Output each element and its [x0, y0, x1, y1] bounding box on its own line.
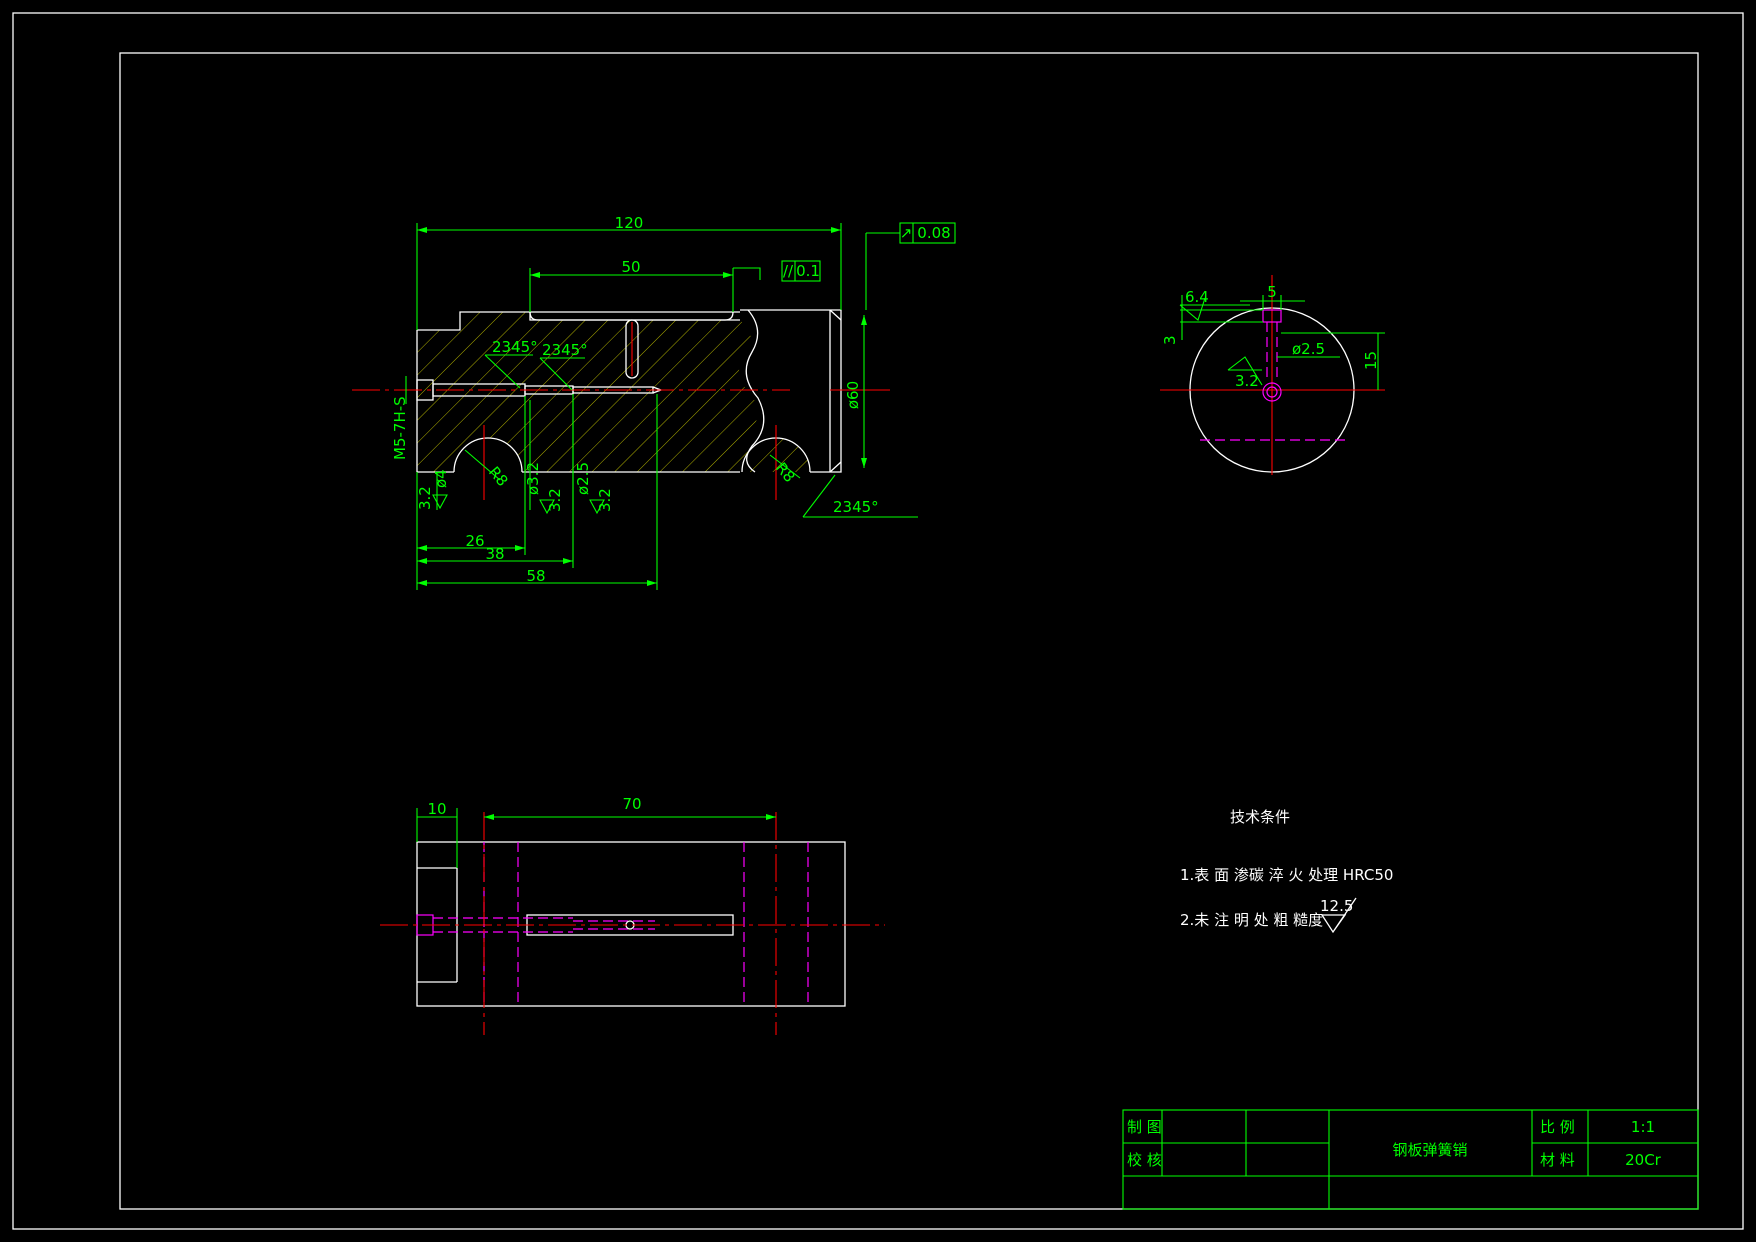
break-line: [745, 309, 765, 473]
tb-drawn-label: 制 图: [1127, 1118, 1162, 1136]
groove-left: [453, 437, 523, 473]
tech-roughness: 12.5: [1320, 897, 1353, 915]
side-dim-3: 3: [1161, 335, 1179, 345]
chamfer-note-b: 2345°: [542, 341, 588, 359]
tb-material-value: 20Cr: [1625, 1151, 1662, 1169]
tb-scale-value: 1:1: [1631, 1118, 1655, 1136]
dim-26: 26: [465, 532, 484, 550]
tech-item-1: 1.表 面 渗碳 淬 火 处理 HRC50: [1180, 866, 1393, 884]
tb-checked-label: 校 核: [1127, 1151, 1162, 1169]
outer-frame: [12, 12, 1744, 1230]
pin-outline: [417, 309, 842, 473]
top-view: 10 70: [380, 795, 885, 1035]
hole-d4: ø4: [432, 469, 450, 488]
dim-d60: ø60: [844, 381, 862, 409]
tb-material-label: 材 料: [1540, 1151, 1575, 1169]
tol-parallel: 0.1: [796, 262, 820, 280]
dim-50: 50: [621, 258, 640, 276]
thread-label: M5-7H-S: [391, 396, 409, 460]
tech-heading: 技术条件: [1230, 808, 1290, 826]
front-view: 120 50 // 0.1 ↗ 0.08 ø60 R8 R8 M5-7H-S: [352, 214, 956, 590]
dim-r8-left: R8: [485, 463, 512, 490]
top-dim-10: 10: [427, 800, 446, 818]
svg-text:↗: ↗: [900, 224, 913, 242]
top-dim-70: 70: [622, 795, 641, 813]
chamfer-note-big: 2345°: [833, 498, 879, 516]
drawing-title: 钢板弹簧销: [1392, 1141, 1467, 1159]
svg-text:3.2: 3.2: [416, 486, 434, 510]
chamfer-note-a: 2345°: [492, 338, 538, 356]
title-block: 制 图 校 核 钢板弹簧销 比 例 1:1 材 料 20Cr: [1122, 1109, 1699, 1210]
section-hatch: [417, 312, 810, 472]
dim-58: 58: [526, 567, 545, 585]
hole-d25: ø2.5: [574, 462, 592, 495]
side-view: 5 6.4 3 15 ø2.5 3.2: [1160, 275, 1385, 475]
tb-scale-label: 比 例: [1540, 1118, 1575, 1136]
side-dim-64: 6.4: [1185, 288, 1209, 306]
top-outline: [416, 841, 846, 1007]
side-dim-5: 5: [1267, 283, 1277, 301]
tech-requirements: 技术条件 1.表 面 渗碳 淬 火 处理 HRC50 2.未 注 明 处 粗 糙…: [1180, 808, 1393, 934]
hole-d32: ø3.2: [524, 462, 542, 495]
side-dim-15: 15: [1362, 351, 1380, 370]
side-roughness: 3.2: [1235, 372, 1259, 390]
inner-frame: [119, 52, 1699, 1210]
svg-text://: //: [783, 262, 794, 280]
tech-item-2: 2.未 注 明 处 粗 糙度: [1180, 911, 1323, 929]
side-dim-d25: ø2.5: [1292, 340, 1325, 358]
dim-38: 38: [485, 545, 504, 563]
dim-120: 120: [615, 214, 644, 232]
tol-runout: 0.08: [917, 224, 950, 242]
